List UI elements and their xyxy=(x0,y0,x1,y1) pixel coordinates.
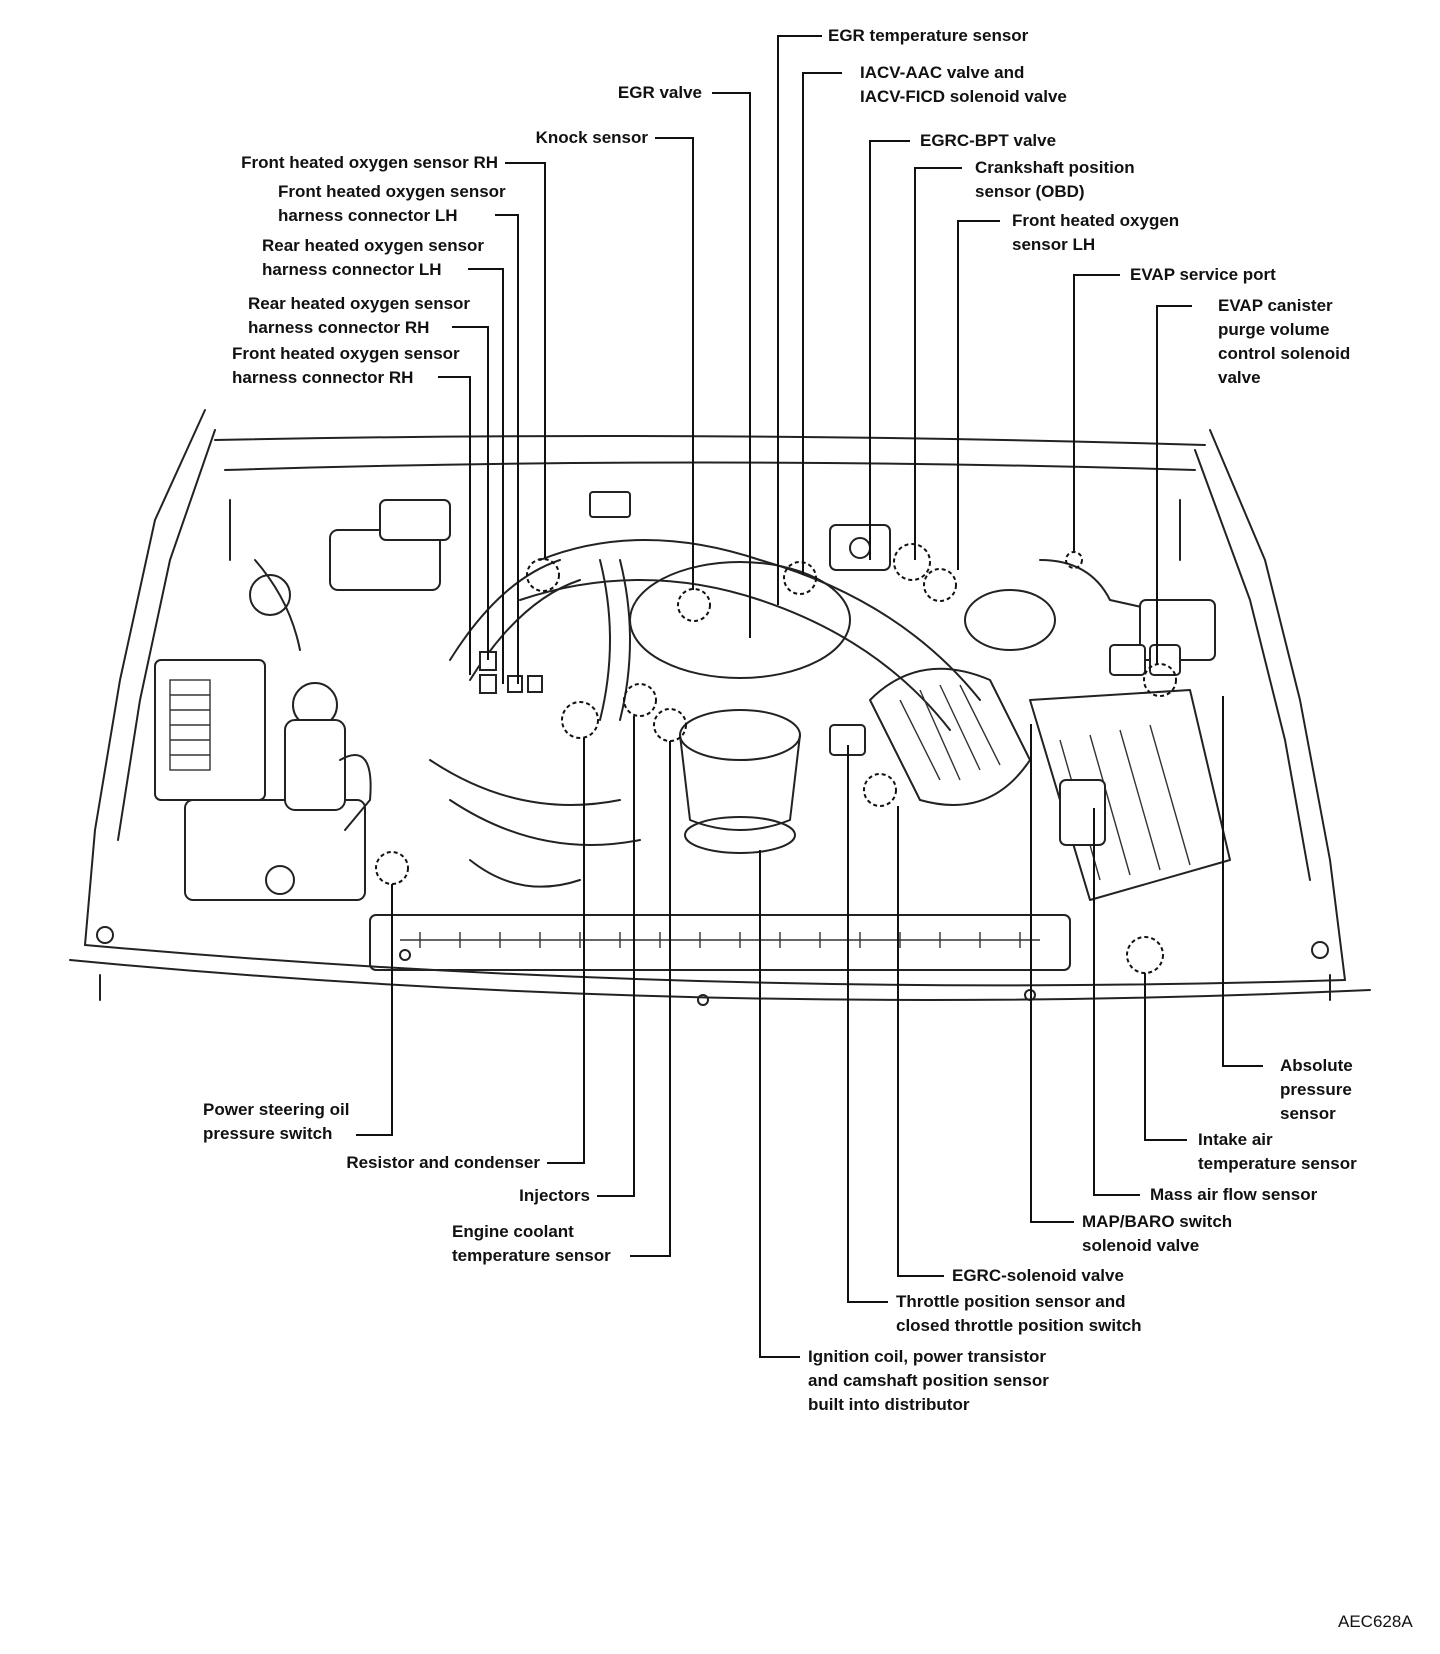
label-egr-temperature-sensor: EGR temperature sensor xyxy=(828,26,1029,45)
label-injectors: Injectors xyxy=(519,1186,590,1205)
engine-drawing xyxy=(69,409,1371,1006)
label-map-baro-solenoid-valve: MAP/BARO switch solenoid valve xyxy=(1082,1212,1233,1255)
label-front-ho2s-rh: Front heated oxygen sensor RH xyxy=(241,153,498,172)
leader-lines xyxy=(438,35,1192,684)
label-evap-service-port: EVAP service port xyxy=(1130,265,1276,284)
label-ignition-coil-distributor: Ignition coil, power transistor and cams… xyxy=(808,1347,1049,1414)
leader-lines-bottom xyxy=(356,696,1263,1358)
label-intake-air-temperature-sensor: Intake air temperature sensor xyxy=(1198,1130,1357,1173)
label-egrc-solenoid-valve: EGRC-solenoid valve xyxy=(952,1266,1124,1285)
label-rear-ho2s-harness-lh: Rear heated oxygen sensor harness connec… xyxy=(262,236,485,279)
label-knock-sensor: Knock sensor xyxy=(535,128,648,147)
label-front-ho2s-lh: Front heated oxygen sensor LH xyxy=(1012,211,1180,254)
label-mass-air-flow-sensor: Mass air flow sensor xyxy=(1150,1185,1318,1204)
label-resistor-condenser: Resistor and condenser xyxy=(346,1153,540,1172)
label-front-ho2s-harness-lh: Front heated oxygen sensor harness conne… xyxy=(278,182,506,225)
label-evap-canister-purge-valve: EVAP canister purge volume control solen… xyxy=(1218,296,1351,387)
label-crankshaft-position-sensor: Crankshaft position sensor (OBD) xyxy=(975,158,1135,201)
label-throttle-position-sensor: Throttle position sensor and closed thro… xyxy=(896,1292,1142,1335)
label-engine-coolant-temperature-sensor: Engine coolant temperature sensor xyxy=(452,1222,611,1265)
label-iacv-aac-valve: IACV-AAC valve and IACV-FICD solenoid va… xyxy=(860,63,1067,106)
figure-code: AEC628A xyxy=(1338,1612,1413,1631)
label-absolute-pressure-sensor: Absolute pressure sensor xyxy=(1280,1056,1353,1123)
label-rear-ho2s-harness-rh: Rear heated oxygen sensor harness connec… xyxy=(248,294,471,337)
label-egr-valve: EGR valve xyxy=(617,83,702,102)
label-egrc-bpt-valve: EGRC-BPT valve xyxy=(920,131,1057,150)
label-front-ho2s-harness-rh: Front heated oxygen sensor harness conne… xyxy=(232,344,460,387)
label-power-steering-switch: Power steering oil pressure switch xyxy=(203,1100,350,1143)
